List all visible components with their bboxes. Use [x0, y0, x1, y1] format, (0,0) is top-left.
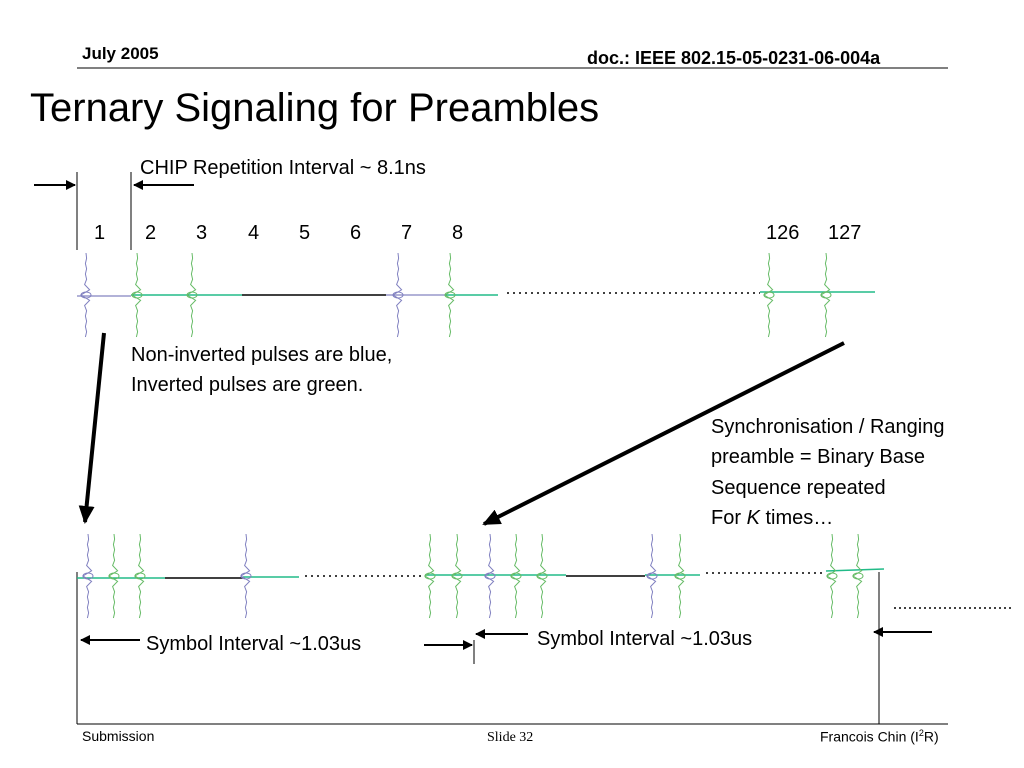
chip-number: 2	[145, 222, 157, 244]
pulse-peak	[240, 572, 252, 580]
inverted-pulse	[108, 533, 119, 619]
chip-number: 6	[350, 222, 362, 244]
pulse-peak	[820, 291, 832, 299]
bottom-pulse-row	[82, 533, 864, 619]
slide-title: Ternary Signaling for Preambles	[30, 86, 600, 130]
non-inverted-pulse	[646, 533, 657, 619]
inverted-pulse	[451, 533, 462, 619]
inverted-pulse	[763, 252, 774, 338]
sync-note-k: K	[746, 507, 760, 529]
pulse-peak	[82, 572, 94, 580]
non-inverted-pulse	[484, 533, 495, 619]
pulse-peak	[484, 572, 496, 580]
sync-note-line-1: Synchronisation / Ranging	[711, 416, 945, 438]
inverted-pulse	[424, 533, 435, 619]
chip-number: 7	[401, 222, 413, 244]
non-inverted-pulse	[240, 533, 251, 619]
footer-author-suffix: R)	[923, 728, 939, 745]
chip-number: 1	[94, 222, 106, 244]
header-doc-id: doc.: IEEE 802.15-05-0231-06-004a	[587, 48, 881, 68]
inverted-pulse	[852, 533, 863, 619]
footer-submission: Submission	[82, 728, 155, 744]
pulse-peak	[826, 572, 838, 580]
pulse-peak	[134, 572, 146, 580]
chip-number: 8	[452, 222, 464, 244]
legend-line-2: Inverted pulses are green.	[131, 374, 364, 396]
pulse-peak	[536, 572, 548, 580]
pulse-peak	[646, 572, 658, 580]
pulse-peak	[131, 291, 143, 299]
zoom-arrow-left	[78, 332, 106, 524]
footer-slide-number: Slide 32	[487, 730, 534, 745]
non-inverted-pulse	[82, 533, 93, 619]
chip-number: 4	[248, 222, 260, 244]
pulse-peak	[108, 572, 120, 580]
non-inverted-pulse	[80, 252, 91, 338]
pulse-peak	[451, 572, 463, 580]
sync-note-line-2: preamble = Binary Base	[711, 446, 926, 468]
chip-number: 127	[828, 222, 862, 244]
sync-note-for: For	[711, 507, 747, 529]
pulse-peak	[510, 572, 522, 580]
footer-author: Francois Chin (I2R)	[820, 728, 939, 745]
pulse-peak	[392, 291, 404, 299]
symbol-interval-label-1: Symbol Interval ~1.03us	[146, 633, 362, 655]
pulse-peak	[763, 291, 775, 299]
pulse-peak	[444, 291, 456, 299]
pulse-peak	[80, 291, 92, 299]
pulse-peak	[186, 291, 198, 299]
inverted-pulse	[510, 533, 521, 619]
pulse-peak	[424, 572, 436, 580]
chip-number: 5	[299, 222, 311, 244]
sync-note-line-4: For K times…	[711, 507, 833, 530]
inverted-pulse	[674, 533, 685, 619]
header-date: July 2005	[82, 44, 159, 63]
sync-note-line-3: Sequence repeated	[711, 477, 886, 499]
inverted-pulse	[134, 533, 145, 619]
top-pulse-row	[80, 252, 832, 338]
inverted-pulse	[820, 252, 831, 338]
inverted-pulse	[536, 533, 547, 619]
inverted-pulse	[826, 533, 837, 619]
sync-note-times: times…	[759, 507, 834, 529]
symbol-interval-label-2: Symbol Interval ~1.03us	[537, 628, 753, 650]
chip-interval-label: CHIP Repetition Interval ~ 8.1ns	[140, 157, 426, 179]
footer-author-prefix: Francois Chin (I	[820, 728, 919, 745]
zoom-arrow-right	[482, 341, 845, 526]
legend-line-1: Non-inverted pulses are blue,	[131, 344, 393, 366]
pulse-peak	[674, 572, 686, 580]
pulse-peak	[852, 572, 864, 580]
chip-number: 3	[196, 222, 208, 244]
chip-number: 126	[766, 222, 800, 244]
footer-author-sup: 2	[918, 728, 924, 738]
